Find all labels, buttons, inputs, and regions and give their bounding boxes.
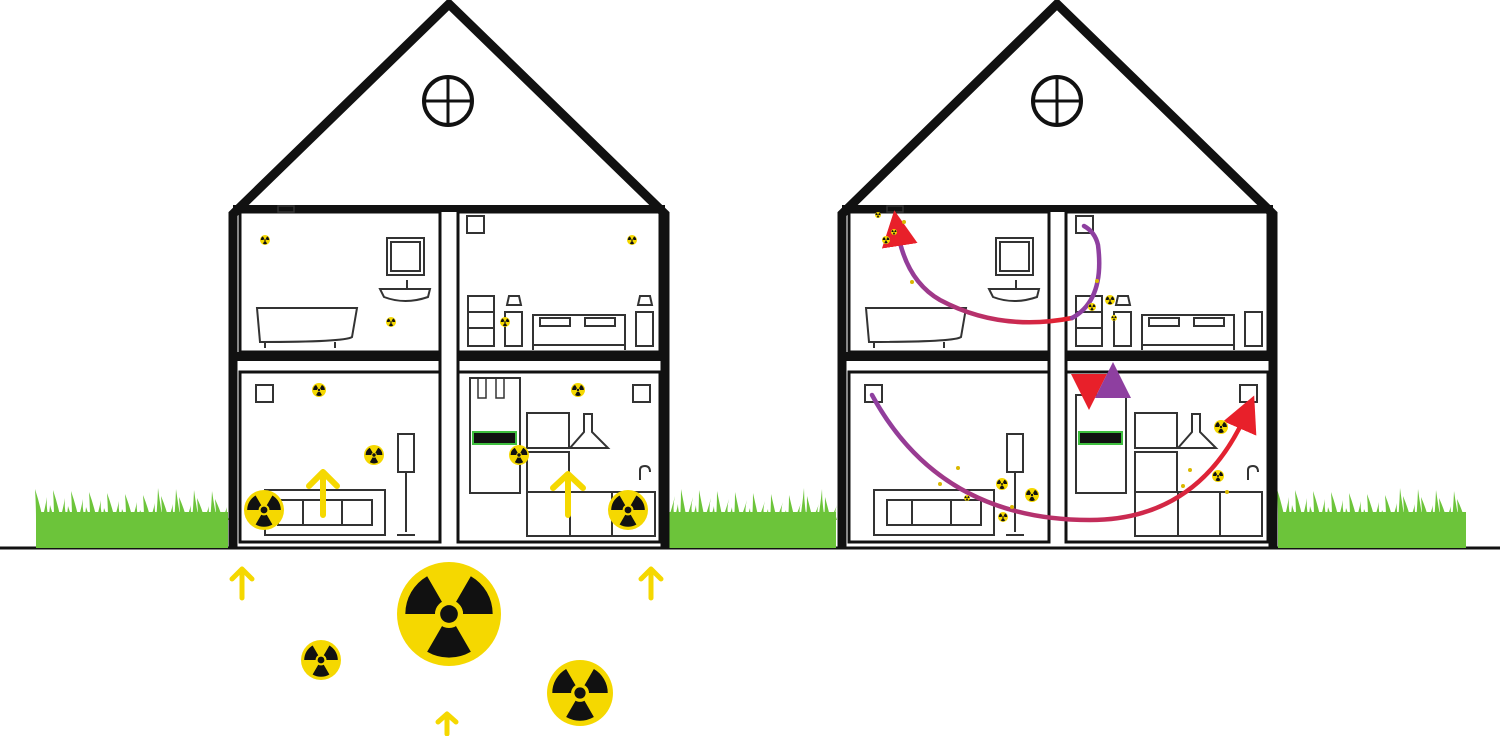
bed-icon bbox=[1141, 314, 1235, 350]
upward-arrow-icon bbox=[229, 566, 664, 736]
ventilation-unit-icon bbox=[469, 377, 521, 494]
ventilation-unit-icon bbox=[1075, 394, 1127, 494]
sofa-icon bbox=[873, 489, 995, 536]
upper-floor bbox=[233, 205, 665, 212]
radon-particle bbox=[1225, 490, 1229, 494]
radon-trefoil-icon bbox=[397, 562, 501, 666]
vent-square bbox=[277, 205, 295, 213]
upward-arrow-icon bbox=[306, 469, 586, 518]
radon-particle bbox=[1181, 484, 1185, 488]
house-after bbox=[837, 0, 1278, 548]
radon-trefoil-icon bbox=[244, 490, 284, 530]
nightstand-icon bbox=[1113, 295, 1263, 347]
sink-icon bbox=[987, 280, 1041, 302]
dresser-icon bbox=[467, 295, 495, 347]
radon-trefoil-icon bbox=[260, 235, 270, 245]
sink-icon bbox=[378, 280, 432, 302]
radon-trefoil-icon bbox=[1214, 420, 1228, 434]
radon-trefoil-icon bbox=[571, 383, 585, 397]
house-outline bbox=[837, 0, 1278, 548]
radon-trefoil-icon bbox=[964, 495, 970, 501]
radon-trefoil-icon bbox=[500, 317, 510, 327]
radon-trefoil-icon bbox=[996, 478, 1008, 490]
grass-strip bbox=[35, 488, 1466, 548]
radon-trefoil-icon bbox=[1111, 315, 1117, 321]
attic-window-icon bbox=[1031, 75, 1083, 127]
mirror-icon bbox=[995, 237, 1034, 276]
mirror-icon bbox=[386, 237, 425, 276]
house-outline bbox=[228, 0, 670, 548]
vent-square bbox=[466, 215, 485, 234]
vent-square bbox=[1075, 215, 1094, 234]
radon-trefoil-icon bbox=[1212, 470, 1224, 482]
vent-square bbox=[1239, 384, 1258, 403]
radon-trefoil-icon bbox=[998, 512, 1008, 522]
radon-trefoil-icon bbox=[244, 212, 1229, 726]
radon-trefoil-icon bbox=[1088, 303, 1096, 311]
radon-particle bbox=[1010, 505, 1014, 509]
floor-lamp-icon bbox=[397, 433, 415, 536]
radon-particle bbox=[938, 482, 942, 486]
vent-square bbox=[632, 384, 651, 403]
radon-particle bbox=[1095, 279, 1099, 283]
bathtub-icon bbox=[864, 307, 968, 348]
radon-particle bbox=[902, 220, 906, 224]
radon-trefoil-icon bbox=[509, 445, 529, 465]
radon-trefoil-icon bbox=[386, 317, 396, 327]
radon-trefoil-icon bbox=[364, 445, 384, 465]
radon-trefoil-icon bbox=[882, 236, 890, 244]
floor-lamp-icon bbox=[1006, 433, 1024, 536]
bathtub-icon bbox=[255, 307, 359, 348]
radon-particle bbox=[956, 466, 960, 470]
kitchen-cabinets-icon bbox=[1134, 412, 1263, 537]
radon-trefoil-icon bbox=[627, 235, 637, 245]
radon-trefoil-icon bbox=[891, 229, 897, 235]
radon-trefoil-icon bbox=[312, 383, 326, 397]
radon-trefoil-icon bbox=[875, 212, 881, 218]
house-before bbox=[228, 0, 670, 548]
radon-trefoil-icon bbox=[301, 640, 341, 680]
airflow-arrow-icon bbox=[869, 210, 1257, 523]
radon-trefoil-icon bbox=[608, 490, 648, 530]
radon-particle bbox=[910, 280, 914, 284]
radon-trefoil-icon bbox=[547, 660, 613, 726]
radon-trefoil-icon bbox=[1025, 488, 1039, 502]
radon-trefoil-icon bbox=[1105, 295, 1115, 305]
nightstand-icon bbox=[504, 295, 654, 347]
vent-square bbox=[255, 384, 274, 403]
radon-particle bbox=[1188, 468, 1192, 472]
bed-icon bbox=[532, 314, 626, 350]
attic-window-icon bbox=[422, 75, 474, 127]
